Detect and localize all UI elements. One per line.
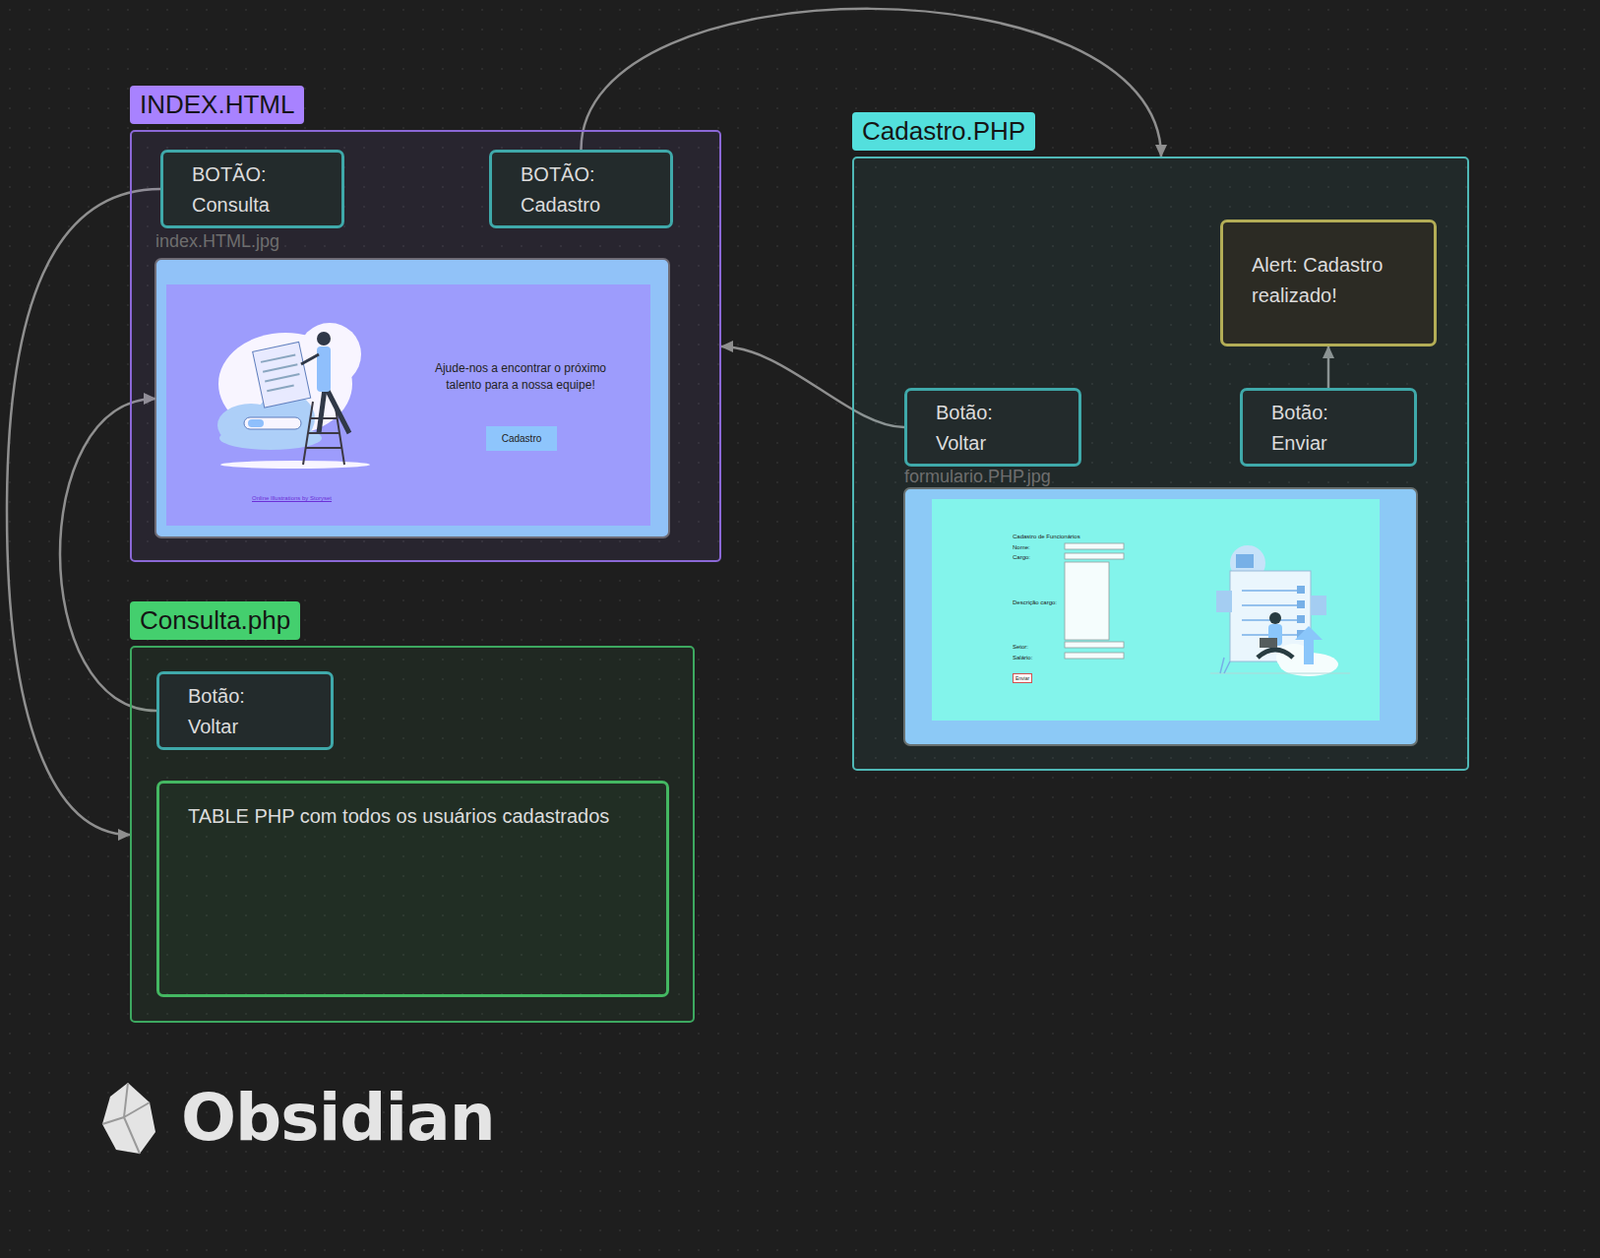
table-caption: TABLE PHP com todos os usuários cadastra… [187, 800, 610, 832]
screenshot-text: Setor: [1012, 642, 1029, 651]
button-label: BOTÃO: Consulta [191, 159, 303, 221]
screenshot-text: Cadastro de Funcionários [1012, 532, 1081, 541]
group-tag: Consulta.php [129, 601, 301, 640]
image-frame: index.HTML.jpgAjude-nos a encontrar o pr… [155, 258, 670, 538]
alert-box: Alert: Cadastro realizado! [1220, 219, 1437, 347]
screenshot-text: Cargo: [1012, 553, 1031, 561]
screenshot-text: Salário: [1012, 653, 1033, 662]
screenshot-text: Ajude-nos a encontrar o próximo talento … [417, 360, 624, 394]
table-box: TABLE PHP com todos os usuários cadastra… [156, 780, 670, 997]
screenshot-text: Cadastro [486, 426, 557, 451]
button-box: Botão: Voltar [156, 671, 334, 750]
group-tag: Cadastro.PHP [852, 112, 1036, 151]
group-frame: Consulta.phpBotão: VoltarTABLE PHP com t… [129, 645, 695, 1023]
image-frame: formulario.PHP.jpgCadastro de Funcionári… [904, 488, 1417, 745]
button-box: Botão: Enviar [1239, 387, 1417, 467]
obsidian-logo-icon [102, 1082, 156, 1154]
screenshot-text: Online Illustrations by Storyset [251, 493, 332, 502]
button-label: Botão: Voltar [935, 397, 1047, 459]
group-tag: INDEX.HTML [129, 85, 305, 124]
button-box: BOTÃO: Cadastro [489, 149, 674, 229]
button-box: Botão: Voltar [904, 387, 1082, 467]
group-frame: INDEX.HTMLBOTÃO: ConsultaBOTÃO: Cadastro… [129, 129, 722, 562]
button-label: Botão: Enviar [1271, 397, 1382, 459]
image-filename: index.HTML.jpg [155, 230, 280, 253]
group-frame: Cadastro.PHPAlert: Cadastro realizado!Bo… [852, 156, 1470, 771]
watermark: Obsidian [181, 1079, 495, 1156]
button-label: Alert: Cadastro realizado! [1251, 249, 1415, 311]
button-box: BOTÃO: Consulta [160, 149, 345, 229]
screenshot-text: Descrição cargo: [1012, 598, 1057, 607]
screenshot-text: Enviar [1012, 673, 1033, 683]
screenshot-text: Nome: [1012, 543, 1031, 552]
image-filename: formulario.PHP.jpg [904, 465, 1051, 489]
button-label: BOTÃO: Cadastro [520, 159, 631, 221]
button-label: Botão: Voltar [187, 680, 299, 742]
